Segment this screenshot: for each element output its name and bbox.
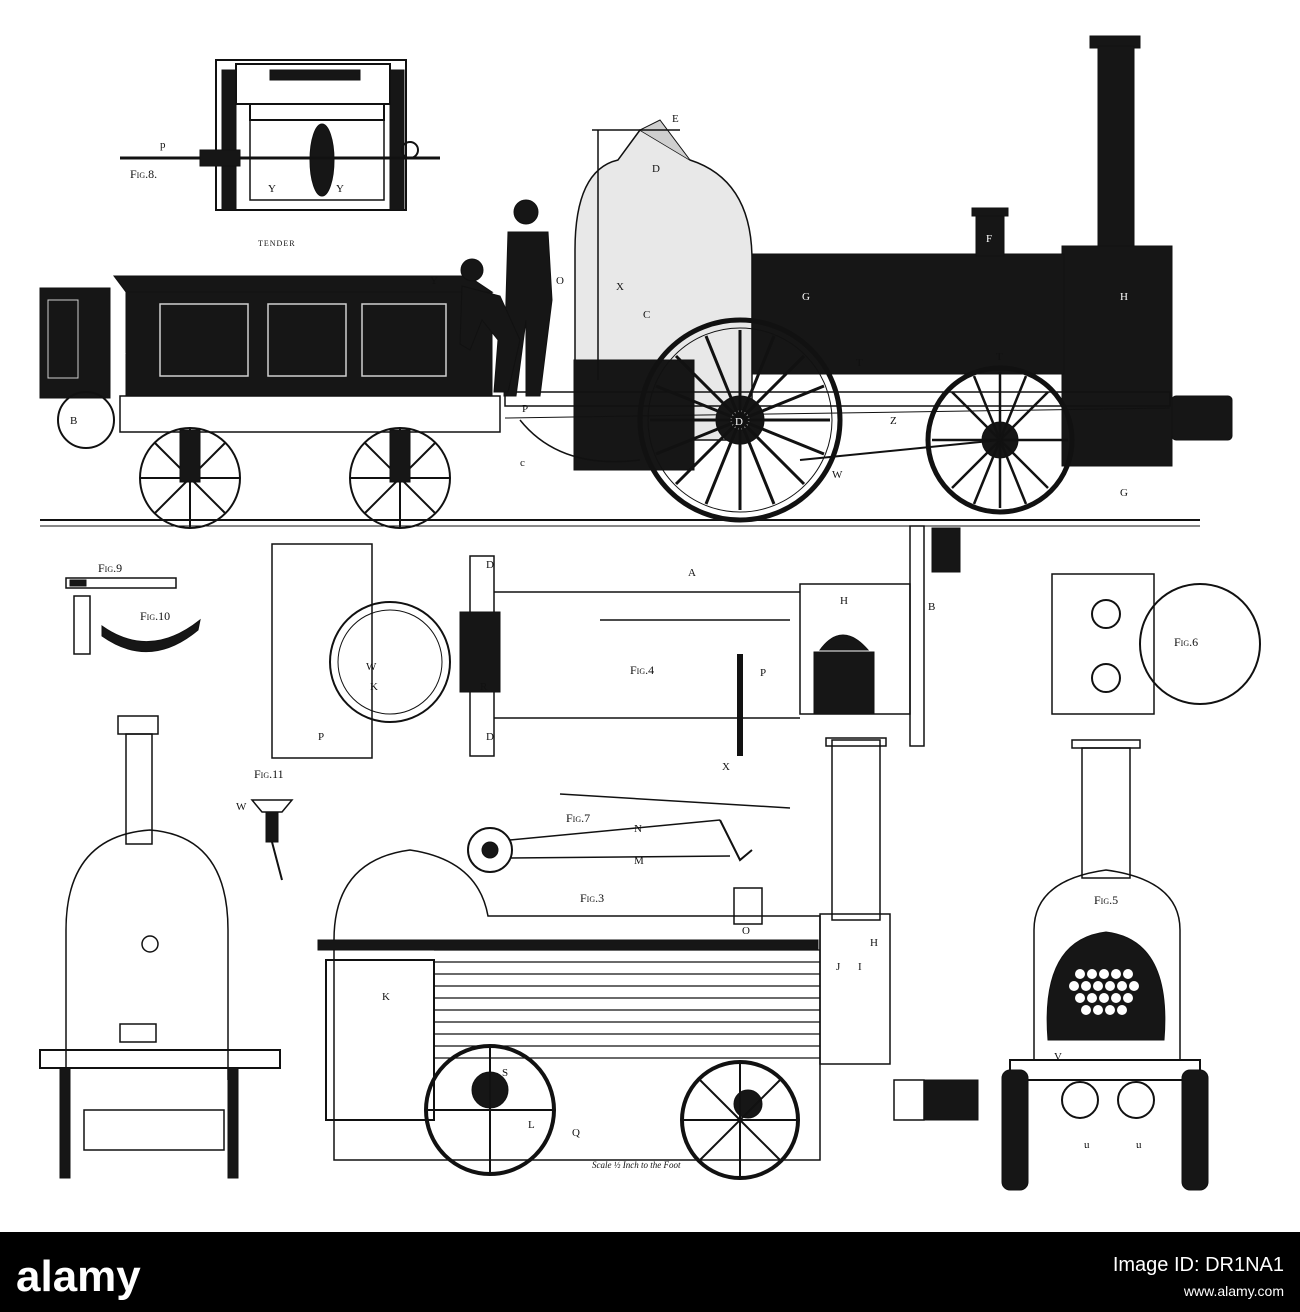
fig4-plan-view: Fig.4 A H B W K R D D P P <box>271 525 961 759</box>
svg-text:F: F <box>986 233 992 245</box>
svg-text:I: I <box>858 961 862 973</box>
svg-text:Q: Q <box>572 1127 580 1139</box>
fig6-detail: Fig.6 <box>1051 573 1261 715</box>
svg-text:Y: Y <box>336 183 344 195</box>
svg-text:E: E <box>672 113 679 125</box>
svg-text:C: C <box>643 309 650 321</box>
svg-text:O: O <box>556 275 564 287</box>
svg-text:V: V <box>1054 1051 1062 1063</box>
svg-text:c: c <box>520 457 525 469</box>
svg-text:R: R <box>480 681 488 693</box>
svg-text:u: u <box>1084 1139 1090 1151</box>
svg-text:W: W <box>236 801 247 813</box>
fig5-label: Fig.5 <box>1094 893 1118 907</box>
fig3-section: Fig.3 Scale ½ Inch to the Foot K L S Q J… <box>317 737 979 1180</box>
fig9-label: Fig.9 <box>98 561 122 575</box>
stock-watermark-footer: alamy Image ID: DR1NA1 www.alamy.com <box>0 1232 1300 1312</box>
svg-text:P: P <box>760 667 766 679</box>
fig6-label: Fig.6 <box>1174 635 1198 649</box>
fig4-label: Fig.4 <box>630 663 654 677</box>
svg-text:A: A <box>688 567 696 579</box>
svg-text:T: T <box>996 351 1003 363</box>
svg-text:T: T <box>856 357 863 369</box>
svg-text:Y: Y <box>430 275 438 287</box>
fig7-label: Fig.7 <box>566 811 590 825</box>
svg-text:u: u <box>1136 1139 1142 1151</box>
svg-text:S: S <box>502 1067 508 1079</box>
image-meta: Image ID: DR1NA1 www.alamy.com <box>1113 1252 1284 1304</box>
svg-text:J: J <box>836 961 841 973</box>
scale-note: Scale ½ Inch to the Foot <box>592 1160 681 1170</box>
svg-text:X: X <box>722 761 730 773</box>
svg-text:D: D <box>652 163 660 175</box>
svg-text:P: P <box>522 403 528 415</box>
fig7-levers: Fig.7 N M X <box>467 761 791 873</box>
image-id: Image ID: DR1NA1 <box>1112 1254 1284 1276</box>
fig9-fig10: Fig.9 Fig.10 <box>65 561 201 655</box>
svg-text:W: W <box>832 469 843 481</box>
svg-text:K: K <box>370 681 378 693</box>
fig8-label: Fig.8. <box>130 167 157 181</box>
svg-text:D: D <box>486 731 494 743</box>
svg-text:H: H <box>870 937 878 949</box>
fig8-caption: TENDER <box>258 239 296 248</box>
svg-text:G: G <box>1120 487 1128 499</box>
svg-text:D: D <box>735 416 743 428</box>
svg-text:K: K <box>382 991 390 1003</box>
svg-text:B: B <box>70 415 77 427</box>
svg-text:B: B <box>928 601 935 613</box>
svg-text:H: H <box>1120 291 1128 303</box>
svg-text:H: H <box>840 595 848 607</box>
crew-figures <box>459 199 553 397</box>
fig5-front-view: Fig.5 u u V <box>1001 739 1209 1191</box>
svg-text:Y: Y <box>268 183 276 195</box>
svg-text:M: M <box>634 855 644 867</box>
fig10-label: Fig.10 <box>140 609 170 623</box>
svg-text:X: X <box>616 281 624 293</box>
svg-text:P: P <box>318 731 324 743</box>
svg-text:U: U <box>118 351 126 363</box>
fig8-tender-section: Fig.8. TENDER p Y Y <box>120 59 440 248</box>
fig11-valve: Fig.11 W <box>236 767 294 881</box>
svg-text:O: O <box>742 925 750 937</box>
svg-text:p: p <box>160 139 166 151</box>
locomotive-drawing: Fig.8. TENDER p Y Y <box>39 35 1261 1191</box>
rear-end-view <box>39 715 281 1179</box>
fig3-label: Fig.3 <box>580 891 604 905</box>
svg-text:N: N <box>634 823 642 835</box>
site-url: www.alamy.com <box>1183 1283 1284 1299</box>
fig11-label: Fig.11 <box>254 767 284 781</box>
svg-text:W: W <box>366 661 377 673</box>
svg-text:L: L <box>528 1119 535 1131</box>
svg-text:D: D <box>486 559 494 571</box>
svg-text:Z: Z <box>890 415 897 427</box>
svg-text:G: G <box>802 291 810 303</box>
alamy-logo: alamy <box>16 1252 141 1301</box>
side-elevation: D C O X E H G F Y U B P D W c G T T Z <box>39 35 1233 529</box>
